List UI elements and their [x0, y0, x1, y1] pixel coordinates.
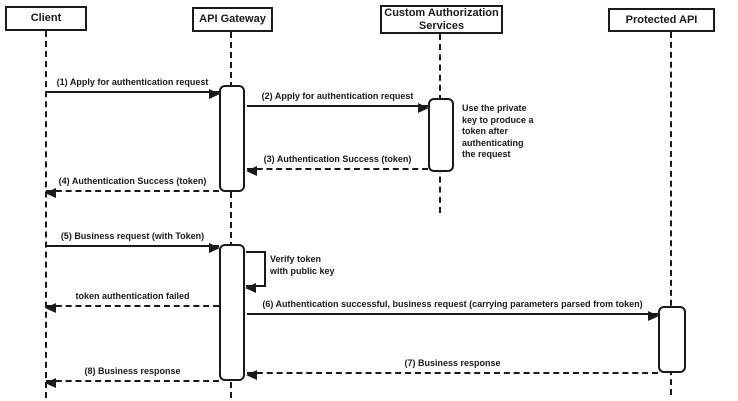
arrowhead-left-icon — [45, 188, 56, 198]
message-line — [45, 378, 219, 388]
message-3: (3) Authentication Success (token) — [246, 153, 428, 176]
message-line — [246, 370, 658, 380]
activation-api-gateway-auth — [219, 85, 245, 192]
activation-protected-api — [658, 306, 686, 373]
arrowhead-right-icon — [648, 311, 659, 321]
message-label: (1) Apply for authentication request — [56, 77, 209, 87]
activation-custom-authorization-services — [428, 98, 454, 172]
arrowhead-left-icon — [246, 166, 257, 176]
lifeline-protected-api — [670, 32, 672, 395]
message-2: (2) Apply for authentication request — [247, 90, 429, 113]
actor-box-client: Client — [5, 6, 87, 31]
self-message-label: Verify token with public key — [270, 254, 335, 276]
self-message-loop-bottom — [245, 283, 266, 293]
message-label: token authentication failed — [75, 291, 190, 301]
actor-label: Custom Authorization Services — [384, 6, 499, 32]
message-token-auth-failed: token authentication failed — [45, 290, 219, 313]
message-5: (5) Business request (with Token) — [46, 230, 220, 253]
message-label: (6) Authentication successful, business … — [262, 299, 643, 309]
self-message-loop-top — [246, 251, 266, 253]
message-line — [46, 243, 220, 253]
actor-label: Protected API — [625, 13, 698, 26]
actor-box-custom-authorization-services: Custom Authorization Services — [380, 5, 503, 34]
actor-label: Client — [30, 12, 62, 24]
message-line — [247, 103, 429, 113]
message-line — [45, 188, 219, 198]
actor-box-api-gateway: API Gateway — [192, 7, 273, 32]
message-1: (1) Apply for authentication request — [46, 76, 220, 99]
lifeline-client — [45, 31, 47, 398]
actor-box-protected-api: Protected API — [608, 8, 715, 32]
arrowhead-left-icon — [45, 378, 56, 388]
message-6: (6) Authentication successful, business … — [247, 298, 659, 321]
self-message-loop-right — [264, 251, 266, 287]
actor-label: API Gateway — [199, 13, 266, 25]
message-line — [247, 311, 659, 321]
message-4: (4) Authentication Success (token) — [45, 175, 219, 198]
message-label: (4) Authentication Success (token) — [58, 176, 207, 186]
arrowhead-left-icon — [45, 303, 56, 313]
message-label: (5) Business request (with Token) — [60, 231, 205, 241]
arrowhead-right-icon — [418, 103, 429, 113]
arrowhead-left-icon — [245, 283, 256, 293]
message-label: (3) Authentication Success (token) — [263, 154, 412, 164]
message-label: (2) Apply for authentication request — [261, 91, 414, 101]
note-private-key: Use the private key to produce a token a… — [462, 103, 534, 159]
message-label: (7) Business response — [404, 358, 501, 368]
message-line — [246, 166, 428, 176]
message-line — [46, 89, 220, 99]
message-label: (8) Business response — [84, 366, 181, 376]
message-8: (8) Business response — [45, 365, 219, 388]
message-line — [45, 303, 219, 313]
arrowhead-right-icon — [209, 89, 220, 99]
arrowhead-left-icon — [246, 370, 257, 380]
lifeline-api-gateway — [230, 32, 232, 398]
message-7: (7) Business response — [246, 357, 658, 380]
arrowhead-right-icon — [209, 243, 220, 253]
activation-api-gateway-business — [219, 244, 245, 381]
